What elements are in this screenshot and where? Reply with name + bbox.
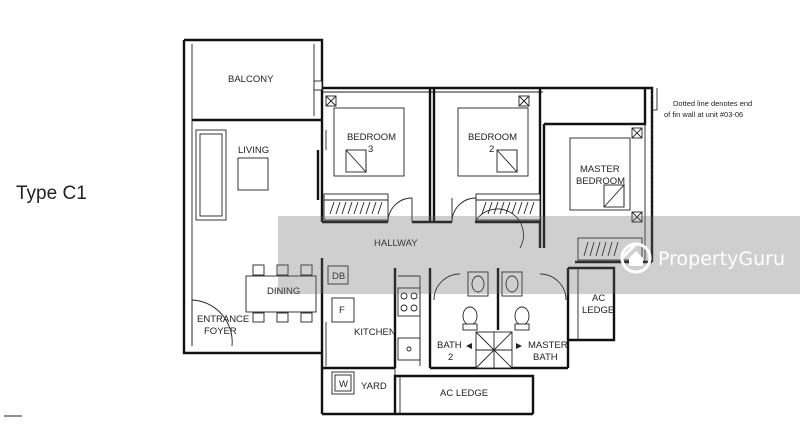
bedroom-2-label-line-1: BEDROOM [468, 132, 517, 143]
fridge [331, 297, 355, 323]
type-label: Type C1 [16, 183, 87, 204]
fin-wall-note: Dotted line denotes end of fin wall at u… [651, 88, 752, 262]
dining-label: DINING [267, 286, 300, 297]
dining-table [245, 275, 317, 313]
bedroom-3-wardrobe [323, 193, 389, 221]
kitchen-sink [397, 337, 421, 361]
foyer-label-line-2: FOYER [204, 326, 237, 337]
yard: W YARD [322, 366, 533, 416]
master-bedroom-label-line-2: BEDROOM [576, 176, 625, 187]
ac-ledges: AC LEDGE AC LEDGE [393, 266, 616, 414]
kitchen: F KITCHEN [320, 258, 421, 414]
bath-2-label-line-1: BATH [437, 340, 462, 351]
master-bath-label-line-2: BATH [533, 352, 558, 363]
hallway-label: HALLWAY [374, 238, 418, 249]
coffee-table [237, 157, 269, 191]
db-label: DB [332, 271, 345, 282]
propertyguru-logo-icon [620, 242, 652, 274]
balcony-vent [313, 80, 323, 91]
bedroom-2: BEDROOM 2 [457, 95, 541, 221]
ac-ledge-right-line-1: AC [592, 293, 605, 304]
washer-label: W [339, 379, 348, 390]
bedroom-doors [387, 197, 524, 249]
living-label: LIVING [238, 145, 269, 156]
master-bedroom: MASTER BEDROOM [569, 127, 643, 261]
dining-area: DINING [245, 264, 317, 323]
bath-2-label-line-2: 2 [448, 352, 453, 363]
bathrooms: BATH 2 MASTER BATH [428, 268, 570, 370]
master-bedroom-label-line-1: MASTER [580, 164, 620, 175]
watermark-band [278, 216, 800, 294]
foyer-label-line-1: ENTRANCE [197, 314, 249, 325]
balcony-label: BALCONY [228, 74, 274, 85]
ac-ledge-bottom-label: AC LEDGE [440, 388, 488, 399]
bedroom-3: BEDROOM 3 [323, 95, 405, 221]
note-line-1: Dotted line denotes end [673, 99, 752, 108]
distribution-board [327, 265, 349, 285]
watermark-text: PropertyGuru [658, 248, 785, 270]
kitchen-label: KITCHEN [354, 327, 396, 338]
yard-label: YARD [361, 381, 387, 392]
fridge-label: F [339, 305, 345, 316]
entrance-foyer: ENTRANCE FOYER [191, 299, 249, 347]
note-line-2: of fin wall at unit #03-06 [664, 110, 743, 119]
bedroom-3-label-line-1: BEDROOM [347, 132, 396, 143]
master-bath-label-line-1: MASTER [528, 340, 568, 351]
ac-ledge-right-line-2: LEDGE [582, 305, 614, 316]
bedroom-2-label-line-2: 2 [489, 144, 494, 155]
bedroom-3-label-line-2: 3 [368, 144, 373, 155]
watermark: PropertyGuru [278, 216, 800, 294]
